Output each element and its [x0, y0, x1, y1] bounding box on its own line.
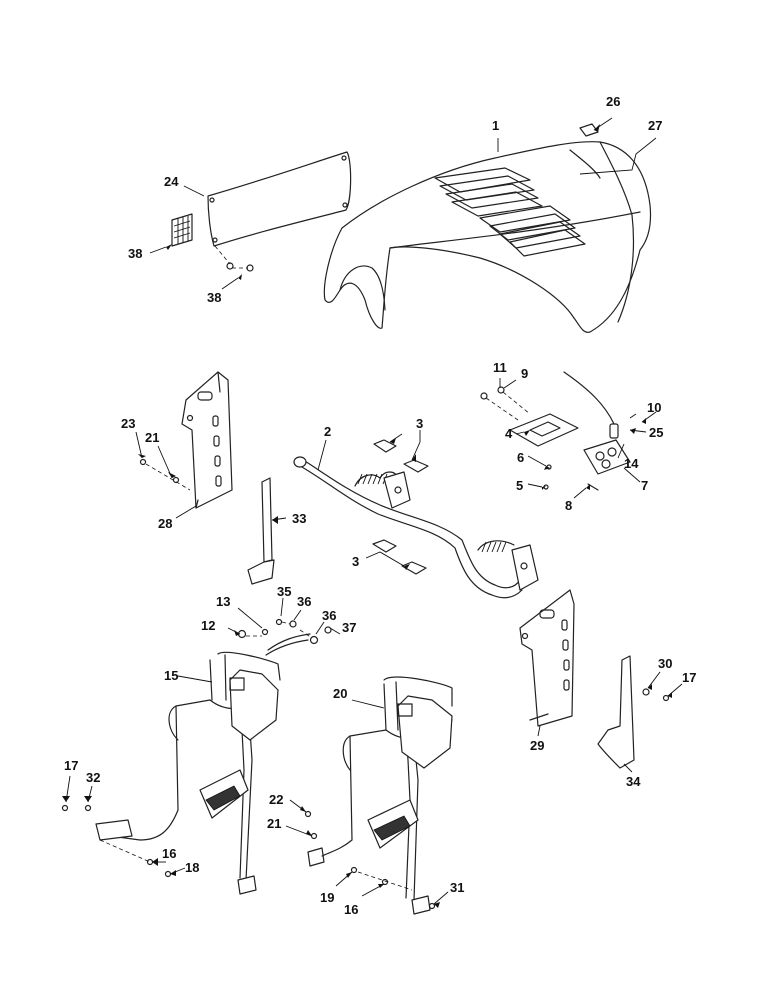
callout-9: 9	[521, 366, 528, 381]
callout-33: 33	[292, 511, 306, 526]
callout-13: 13	[216, 594, 230, 609]
callout-18: 18	[185, 860, 199, 875]
mesh-grille	[171, 213, 193, 247]
callout-21: 21	[267, 816, 281, 831]
rocker-shaft	[293, 456, 539, 599]
panel-fasteners	[214, 245, 254, 272]
callout-1: 1	[492, 118, 499, 133]
small-fasteners	[480, 386, 637, 491]
footrest-frame-right	[307, 676, 453, 915]
callout-8: 8	[565, 498, 572, 513]
callout-28: 28	[158, 516, 172, 531]
right-bracket	[519, 589, 575, 727]
callout-14: 14	[624, 456, 639, 471]
callout-38: 38	[207, 290, 221, 305]
callout-10: 10	[647, 400, 661, 415]
side-panel	[207, 151, 352, 247]
callout-5: 5	[516, 478, 523, 493]
clamp-blocks	[372, 439, 429, 575]
footrest-frame-left	[95, 651, 281, 895]
callout-31: 31	[450, 880, 464, 895]
callout-30: 30	[658, 656, 672, 671]
callout-12: 12	[201, 618, 215, 633]
callout-17: 17	[64, 758, 78, 773]
callout-20: 20	[333, 686, 347, 701]
callout-27: 27	[648, 118, 662, 133]
callout-11: 11	[493, 360, 507, 375]
lock-assembly	[563, 371, 631, 475]
callout-labels: 1 2 3 3 4 5 6 7 8 9 10 11 12 13 14 15 16…	[64, 94, 696, 917]
bottom-fasteners	[61, 458, 670, 910]
callout-4: 4	[505, 426, 513, 441]
latch-plate	[509, 413, 579, 447]
callout-2: 2	[324, 424, 331, 439]
left-bracket	[181, 371, 233, 509]
arrowheads	[62, 124, 672, 908]
pivot-hardware	[237, 618, 332, 656]
hood-grille	[434, 167, 586, 257]
callout-35: 35	[277, 584, 291, 599]
callout-32: 32	[86, 770, 100, 785]
side-guard	[597, 655, 635, 769]
callout-34: 34	[626, 774, 641, 789]
callout-29: 29	[530, 738, 544, 753]
callout-26: 26	[606, 94, 620, 109]
callout-37: 37	[342, 620, 356, 635]
callout-38: 38	[128, 246, 142, 261]
callout-25: 25	[649, 425, 663, 440]
callout-7: 7	[641, 478, 648, 493]
callout-15: 15	[164, 668, 178, 683]
callout-24: 24	[164, 174, 179, 189]
spring	[477, 540, 515, 551]
hood	[323, 123, 652, 333]
callout-17: 17	[682, 670, 696, 685]
callout-16: 16	[162, 846, 176, 861]
callout-16: 16	[344, 902, 358, 917]
callout-3: 3	[416, 416, 423, 431]
callout-36: 36	[322, 608, 336, 623]
support-bar	[247, 477, 275, 585]
callout-23: 23	[121, 416, 135, 431]
callout-21: 21	[145, 430, 159, 445]
callout-19: 19	[320, 890, 334, 905]
callout-6: 6	[517, 450, 524, 465]
callout-3: 3	[352, 554, 359, 569]
callout-22: 22	[269, 792, 283, 807]
callout-36: 36	[297, 594, 311, 609]
